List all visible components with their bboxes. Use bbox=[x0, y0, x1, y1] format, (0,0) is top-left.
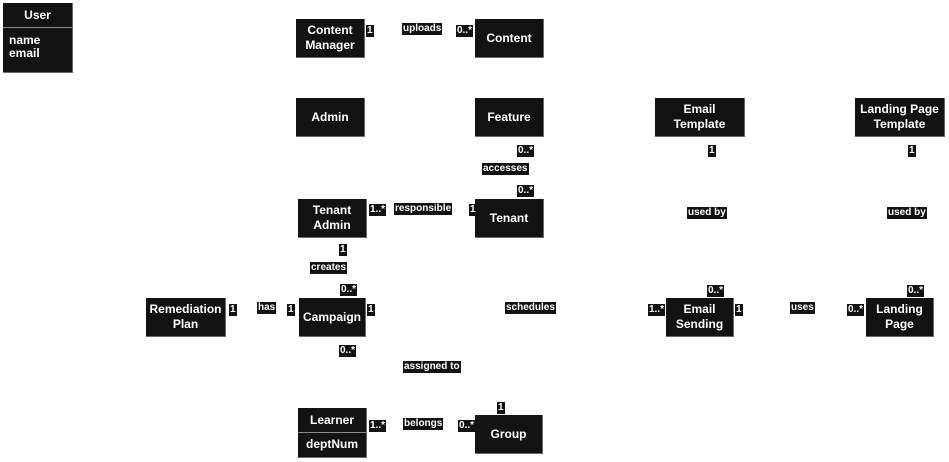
mult-campaign-assigned-to: 0..* bbox=[339, 345, 357, 357]
mult-landing-page-used-by: 0..* bbox=[907, 285, 925, 297]
class-title-line1: Remediation bbox=[149, 302, 222, 316]
assoc-label-belongs[interactable]: belongs bbox=[403, 418, 444, 430]
mult-campaign-schedules: 1 bbox=[367, 304, 375, 316]
assoc-label-accesses[interactable]: accesses bbox=[482, 163, 529, 175]
class-admin[interactable]: Admin bbox=[296, 98, 365, 137]
mult-content-uploads: 0..* bbox=[456, 25, 474, 37]
assoc-label-creates[interactable]: creates bbox=[310, 262, 348, 274]
class-title: Content bbox=[486, 30, 532, 45]
class-title-line2: Sending bbox=[675, 317, 724, 331]
mult-remediation-has: 1 bbox=[229, 304, 237, 316]
mult-email-sending-uses: 1 bbox=[735, 304, 743, 316]
class-feature[interactable]: Feature bbox=[475, 98, 544, 137]
assoc-label-responsible[interactable]: responsible bbox=[394, 203, 453, 215]
class-user-title: User bbox=[3, 3, 72, 28]
class-group[interactable]: Group bbox=[475, 415, 543, 454]
class-title-line1: Tenant bbox=[312, 203, 352, 217]
assoc-label-schedules[interactable]: schedules bbox=[505, 302, 556, 314]
mult-email-sending-schedules: 1..* bbox=[648, 304, 666, 316]
class-learner-title: Learner bbox=[298, 408, 366, 433]
class-title-line2: Plan bbox=[172, 317, 199, 331]
class-user[interactable]: User name email bbox=[3, 3, 73, 73]
class-title-line2: Admin bbox=[313, 218, 351, 232]
mult-content-manager-uploads: 1 bbox=[366, 25, 374, 37]
assoc-label-email-used-by[interactable]: used by bbox=[687, 207, 727, 219]
class-title-line1: Content bbox=[307, 23, 353, 37]
mult-lp-template-used-by: 1 bbox=[908, 145, 916, 157]
mult-learner-belongs: 1..* bbox=[369, 420, 387, 432]
class-title-line1: Landing bbox=[876, 302, 923, 316]
class-title: Campaign bbox=[302, 309, 361, 324]
assoc-label-uploads[interactable]: uploads bbox=[402, 23, 443, 35]
mult-group-assigned-to: 1 bbox=[497, 402, 505, 414]
mult-tenant-responsible: 1 bbox=[469, 204, 477, 216]
assoc-label-assigned-to[interactable]: assigned to bbox=[403, 361, 461, 373]
class-title-line1: Landing Page bbox=[860, 102, 939, 116]
attribute-email: email bbox=[9, 46, 40, 60]
class-title: Feature bbox=[487, 109, 531, 124]
class-title-line2: Page bbox=[885, 317, 914, 331]
mult-campaign-creates: 0..* bbox=[340, 284, 358, 296]
mult-tenant-admin-creates: 1 bbox=[339, 244, 347, 256]
attribute-deptnum: deptNum bbox=[306, 437, 358, 451]
attribute-name: name bbox=[9, 33, 41, 47]
class-learner[interactable]: Learner deptNum bbox=[298, 408, 367, 458]
assoc-label-uses[interactable]: uses bbox=[790, 302, 815, 314]
mult-tenant-admin-responsible: 1..* bbox=[369, 204, 387, 216]
class-title: Tenant bbox=[489, 210, 529, 225]
mult-email-template-used-by: 1 bbox=[708, 145, 716, 157]
class-title-line1: Email bbox=[683, 302, 716, 316]
class-title-line2: Template bbox=[873, 117, 926, 131]
assoc-label-has[interactable]: has bbox=[257, 302, 277, 314]
class-tenant[interactable]: Tenant bbox=[475, 199, 544, 238]
assoc-label-lp-used-by[interactable]: used by bbox=[887, 207, 927, 219]
class-title-line1: Email bbox=[683, 102, 716, 116]
class-campaign[interactable]: Campaign bbox=[299, 298, 366, 337]
mult-tenant-accesses: 0..* bbox=[517, 185, 535, 197]
class-title-line2: Template bbox=[673, 117, 726, 131]
mult-email-sending-used-by: 0..* bbox=[707, 285, 725, 297]
mult-group-belongs: 0..* bbox=[458, 420, 476, 432]
class-content[interactable]: Content bbox=[475, 19, 544, 58]
class-title-line2: Manager bbox=[305, 38, 355, 52]
mult-feature-accesses: 0..* bbox=[517, 145, 535, 157]
class-title: Admin bbox=[311, 109, 349, 124]
class-title: Group bbox=[490, 426, 527, 441]
mult-campaign-has: 1 bbox=[287, 304, 295, 316]
mult-landing-page-uses: 0..* bbox=[847, 304, 865, 316]
